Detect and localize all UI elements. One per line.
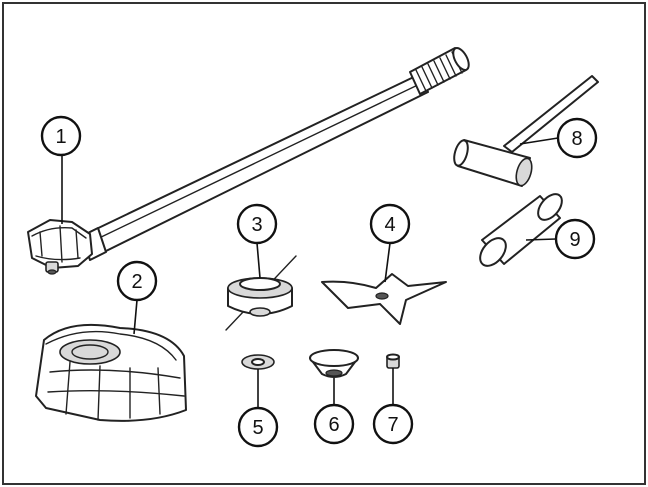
callout-2-label: 2 xyxy=(131,271,142,293)
wrench-bar xyxy=(503,75,599,153)
callout-5-label: 5 xyxy=(252,417,263,439)
washer xyxy=(241,354,275,370)
callout-9-label: 9 xyxy=(569,229,580,251)
t-wrench xyxy=(453,75,599,187)
guard-body xyxy=(35,323,187,422)
callout-8: 8 xyxy=(556,117,598,159)
cup-washer xyxy=(309,349,359,378)
callout-8-label: 8 xyxy=(571,128,582,150)
callout-9: 9 xyxy=(554,218,596,260)
callout-6: 6 xyxy=(313,403,355,445)
callout-4: 4 xyxy=(369,203,411,245)
callout-2: 2 xyxy=(116,260,158,302)
callout-6-label: 6 xyxy=(328,414,339,436)
nut xyxy=(386,353,400,369)
callout-1-label: 1 xyxy=(55,126,66,148)
guard xyxy=(35,323,187,422)
tube-tool xyxy=(479,193,563,267)
callout-1: 1 xyxy=(40,115,82,157)
callout-7: 7 xyxy=(372,403,414,445)
callout-7-label: 7 xyxy=(387,414,398,436)
callout-3: 3 xyxy=(236,203,278,245)
blade xyxy=(321,273,447,325)
leader-lines xyxy=(61,137,559,408)
callout-3-label: 3 xyxy=(251,214,262,236)
shaft-assembly xyxy=(27,47,470,275)
spool-head xyxy=(225,255,297,331)
callout-4-label: 4 xyxy=(384,214,395,236)
guard-hub xyxy=(59,339,121,365)
callout-5: 5 xyxy=(237,406,279,448)
